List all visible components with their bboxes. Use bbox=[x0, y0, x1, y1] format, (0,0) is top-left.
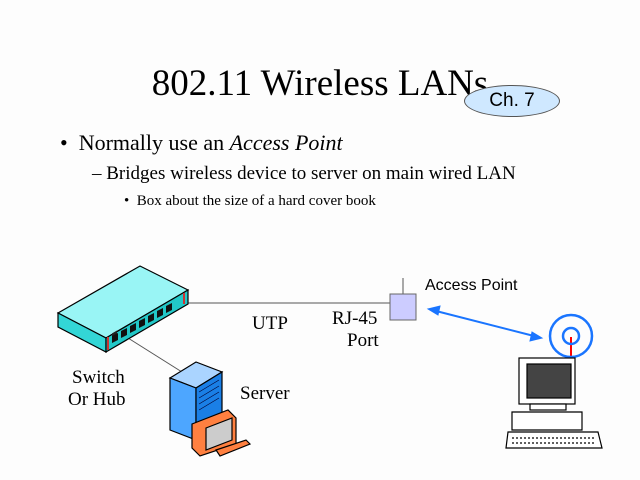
slide-title: 802.11 Wireless LANs bbox=[151, 63, 489, 104]
server-icon bbox=[168, 361, 252, 457]
switch-label: Switch bbox=[72, 367, 125, 388]
port-label: Port bbox=[347, 330, 379, 351]
chapter-badge: Ch. 7 bbox=[464, 85, 560, 117]
server-label: Server bbox=[240, 383, 290, 404]
bullet-text: Normally use an bbox=[78, 130, 230, 155]
hub-label: Or Hub bbox=[68, 389, 126, 410]
rj45-label: RJ-45 bbox=[332, 308, 378, 329]
bullet-text: Bridges wireless device to server on mai… bbox=[106, 163, 516, 184]
bullet-level3: • Box about the size of a hard cover boo… bbox=[124, 193, 376, 210]
access-point-icon bbox=[389, 278, 417, 321]
access-point-label: Access Point bbox=[425, 277, 518, 294]
bullet-glyph: – bbox=[92, 163, 102, 184]
wireless-link-arrow bbox=[426, 305, 544, 342]
bullet-text: Box about the size of a hard cover book bbox=[136, 193, 376, 209]
desktop-computer-icon bbox=[505, 357, 603, 449]
utp-label: UTP bbox=[252, 313, 288, 334]
bullet-emphasis: Access Point bbox=[229, 130, 343, 155]
wireless-antenna-icon bbox=[548, 313, 594, 360]
switch-icon bbox=[56, 265, 190, 354]
bullet-glyph: • bbox=[60, 130, 68, 155]
bullet-glyph: • bbox=[124, 193, 130, 209]
bullet-level1: • Normally use an Access Point bbox=[60, 130, 343, 156]
server-cable bbox=[127, 337, 183, 373]
bullet-level2: – Bridges wireless device to server on m… bbox=[92, 163, 516, 185]
